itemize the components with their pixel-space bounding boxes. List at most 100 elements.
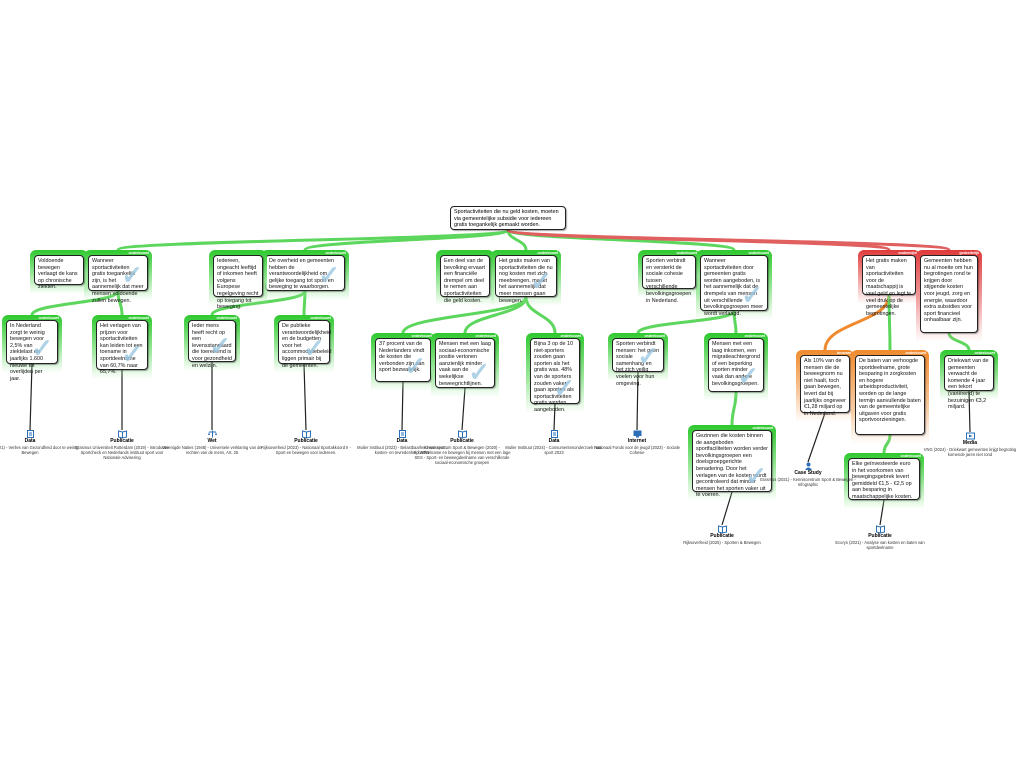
claim-box[interactable]: Gezinnen die kosten binnen de aangeboden…: [692, 430, 772, 498]
claim-box[interactable]: Elke geïnvesteerde euro in het voorkomen…: [848, 458, 920, 500]
link-con: [506, 228, 951, 252]
claim-box[interactable]: Gemeenten hebben nu al moeite om hun beg…: [920, 255, 978, 333]
relation-tag: onderbouwt: [676, 251, 697, 255]
claim-text: Mensen met een laag sociaal-economische …: [439, 341, 491, 387]
relation-tag: onderbouwt: [974, 351, 995, 355]
claim-box[interactable]: Het gratis maken van sportactiviteiten v…: [862, 255, 916, 317]
claim-box[interactable]: Bijna 3 op de 10 niet-sporters zouden ga…: [530, 338, 580, 413]
claim-text: Mensen met een laag inkomen, een migrati…: [712, 341, 760, 387]
claim-box[interactable]: Een deel van de bevolking ervaart een fi…: [440, 255, 490, 304]
publication-icon: [117, 430, 127, 439]
relation-tag: onderbouwt: [310, 316, 331, 320]
claim-box[interactable]: Ieder mens heeft recht op een levensstan…: [188, 320, 236, 369]
claim-box[interactable]: Voldoende bewegen verlaagt de kans op ch…: [34, 255, 84, 290]
source-text: Erasmus (2021) - Kenniscentrum Sport & B…: [760, 477, 856, 487]
claim-box[interactable]: Sporten verbindt en versterkt de sociale…: [642, 255, 696, 304]
claim-text: Gezinnen die kosten binnen de aangeboden…: [696, 433, 768, 499]
claim-box[interactable]: Als 10% van de mensen die de beweegnorm …: [800, 355, 850, 417]
claim-box[interactable]: In Nederland zorgt te weinig bewegen voo…: [6, 320, 58, 382]
source-text: Mulier Instituut (2024) - Consumentenond…: [505, 445, 603, 455]
claim-text: Wanneer sportactiviteiten door gemeenten…: [704, 258, 764, 317]
data-icon: [398, 430, 406, 438]
claim-box[interactable]: Mensen met een laag inkomen, een migrati…: [708, 338, 764, 392]
claim-text: Het gratis maken van sportactiviteiten v…: [866, 258, 912, 317]
source-type: Wet: [207, 438, 217, 444]
check-icon: ✓: [553, 373, 575, 403]
claim-box[interactable]: Het gratis maken van sportactiviteiten d…: [495, 255, 557, 304]
check-icon: ✓: [530, 266, 552, 296]
source-link: [636, 371, 639, 431]
source-link: [29, 363, 33, 431]
check-icon: ✓: [318, 260, 340, 290]
data-icon: [550, 430, 558, 438]
claim-box[interactable]: 37 procent van de Nederlanders vindt de …: [375, 338, 431, 382]
source-text: Verenigde Naties (1948) - Universele ver…: [162, 445, 262, 455]
source-item[interactable]: DataRIVM (2021) - Verlies van Gezondheid…: [0, 430, 80, 455]
claim-box[interactable]: Wanneer sportactiviteiten door gemeenten…: [700, 255, 768, 317]
claim-box[interactable]: De overheid en gemeenten hebben de veran…: [265, 255, 345, 291]
claim-box[interactable]: Sporten verbindt mensen: het geen social…: [612, 338, 664, 387]
source-type: Internet: [627, 438, 647, 444]
source-text: Ecorys (2021) - Analyse van kosten en ba…: [835, 540, 925, 550]
check-icon: ✓: [468, 357, 490, 387]
relation-tag: onderbouwt: [748, 251, 769, 255]
source-type: Publicatie: [294, 438, 318, 444]
source-type: Publicatie: [110, 438, 134, 444]
claim-box[interactable]: De baten van verhoogde sportdeelname, gr…: [855, 355, 925, 435]
relation-tag: onderbouwt: [411, 334, 432, 338]
claim-text: Iedereen, ongeacht leeftijd of inkomen h…: [217, 258, 259, 311]
claim-text: De baten van verhoogde sportdeelname, gr…: [859, 358, 921, 424]
relation-tag: ondermijnt: [898, 251, 917, 255]
source-text: Rijksoverheid (2025) - Sporten & Bewegen: [683, 540, 761, 545]
check-icon: ✓: [209, 331, 231, 361]
source-type: Publicatie: [710, 533, 734, 539]
source-type: Data: [548, 438, 560, 444]
claim-text: Driekwart van de gemeenten verwacht de k…: [948, 358, 989, 411]
root-claim[interactable]: Sportactiviteiten die nu geld kosten, mo…: [450, 206, 566, 230]
claim-box[interactable]: Het verlagen van prijzen voor sportactiv…: [96, 320, 148, 375]
claim-box[interactable]: Driekwart van de gemeenten verwacht de k…: [944, 355, 994, 410]
check-icon: ✓: [737, 361, 759, 391]
check-icon: ✓: [303, 333, 325, 363]
publication-icon: [717, 525, 727, 534]
claim-box[interactable]: De publieke verantwoordelijkheid en de b…: [278, 320, 331, 369]
relation-tag: onderbouwt: [325, 251, 346, 255]
claim-box[interactable]: Wanneer sportactiviteiten gratis toegank…: [88, 255, 148, 304]
claim-text: Het verlagen van prijzen voor sportactiv…: [100, 323, 143, 376]
relation-tag: onderbouwt: [644, 334, 665, 338]
relation-tag: gedeeltelijk: [959, 251, 979, 255]
check-icon: ✓: [741, 280, 763, 310]
internet-icon: [633, 430, 641, 438]
claim-box[interactable]: Iedereen, ongeacht leeftijd of inkomen h…: [213, 255, 263, 310]
source-text: Kenniscentrum Sport & Bewegen (2020) - S…: [413, 445, 511, 465]
source-type: Data: [24, 438, 36, 444]
claim-text: Voldoende bewegen verlaagt de kans op ch…: [38, 258, 78, 291]
check-icon: ✓: [745, 461, 767, 491]
claim-box[interactable]: Mensen met een laag sociaal-economische …: [435, 338, 495, 388]
relation-tag: onderbouwt: [900, 454, 921, 458]
claim-text: In Nederland zorgt te weinig bewegen voo…: [10, 323, 45, 382]
relation-tag: bezwaar: [836, 351, 851, 355]
relation-tag: onderbouwt: [475, 334, 496, 338]
source-type: Data: [396, 438, 408, 444]
publication-icon: [301, 430, 311, 439]
check-icon: ✓: [31, 333, 53, 363]
case-icon: [804, 462, 812, 470]
claim-text: Wanneer sportactiviteiten gratis toegank…: [92, 258, 144, 304]
claim-text: Ieder mens heeft recht op een levensstan…: [192, 323, 232, 369]
relation-tag: onderbouwt: [905, 351, 926, 355]
relation-tag: onderbouwt: [38, 316, 59, 320]
source-type: Publicatie: [450, 438, 474, 444]
